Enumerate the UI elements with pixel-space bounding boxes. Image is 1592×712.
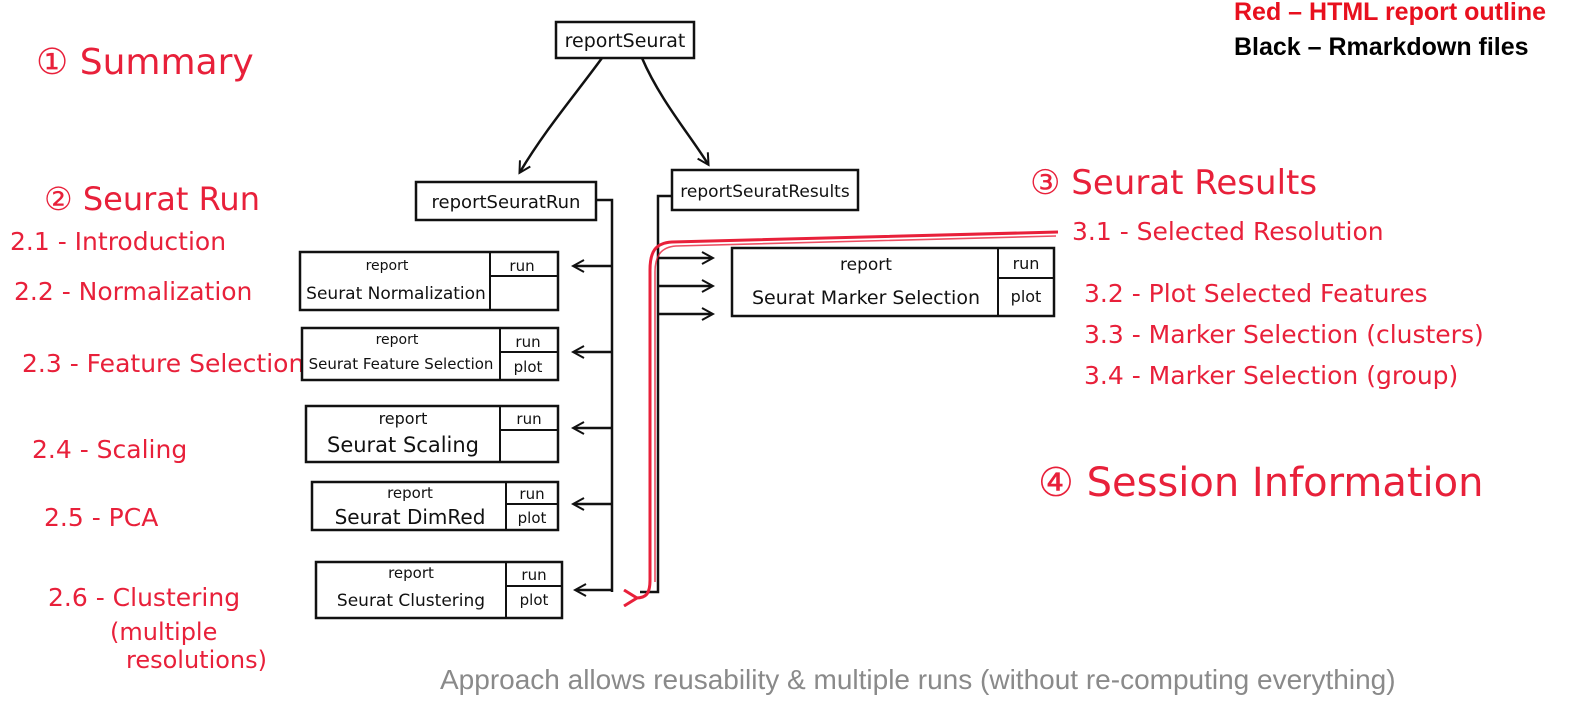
footer-caption: Approach allows reusability & multiple r… bbox=[440, 664, 1396, 695]
arrow-root-to-results bbox=[640, 57, 708, 164]
normalization-label: Seurat Normalization bbox=[306, 284, 486, 304]
clustering-label: Seurat Clustering bbox=[337, 591, 485, 611]
clustering-plot-cell: plot bbox=[520, 591, 549, 609]
dimred-plot-cell: plot bbox=[518, 509, 547, 527]
dimred-report-word: report bbox=[387, 484, 433, 502]
feature-selection-run-cell: run bbox=[515, 333, 540, 351]
item-2-6-note-1: (multiple bbox=[110, 618, 217, 646]
run-connector-line bbox=[596, 198, 614, 592]
legend-black-entry: Black – Rmarkdown files bbox=[1234, 33, 1529, 61]
section-summary: ① Summary bbox=[36, 42, 254, 83]
feature-selection-plot-cell: plot bbox=[514, 358, 543, 376]
item-3-3: 3.3 - Marker Selection (clusters) bbox=[1084, 320, 1484, 349]
normalization-report-word: report bbox=[366, 258, 409, 274]
file-report-seurat-run-label: reportSeuratRun bbox=[432, 192, 581, 213]
item-3-2: 3.2 - Plot Selected Features bbox=[1084, 279, 1428, 308]
scaling-run-cell: run bbox=[516, 410, 541, 428]
item-3-4: 3.4 - Marker Selection (group) bbox=[1084, 361, 1458, 390]
clustering-run-cell: run bbox=[521, 566, 546, 584]
file-report-seurat-label: reportSeurat bbox=[565, 30, 686, 52]
legend-red-entry: Red – HTML report outline bbox=[1234, 0, 1547, 26]
dimred-label: Seurat DimRed bbox=[335, 505, 486, 529]
feature-selection-report-word: report bbox=[376, 332, 419, 348]
section-session-information: ④ Session Information bbox=[1038, 460, 1483, 506]
item-2-6: 2.6 - Clustering bbox=[48, 583, 240, 612]
marker-selection-label: Seurat Marker Selection bbox=[752, 287, 980, 309]
file-seurat-scaling: report Seurat Scaling run bbox=[304, 404, 560, 464]
file-seurat-normalization: report Seurat Normalization run bbox=[298, 250, 560, 312]
feature-selection-label: Seurat Feature Selection bbox=[309, 355, 494, 373]
selected-resolution-feedback-arrow-stroke bbox=[654, 235, 1057, 582]
item-3-1: 3.1 - Selected Resolution bbox=[1072, 217, 1384, 246]
scaling-label: Seurat Scaling bbox=[327, 433, 479, 457]
file-seurat-feature-selection: report Seurat Feature Selection run plot bbox=[300, 326, 560, 382]
file-report-seurat-results: reportSeuratResults bbox=[670, 168, 860, 212]
marker-selection-run-cell: run bbox=[1013, 254, 1040, 273]
file-seurat-marker-selection: report Seurat Marker Selection run plot bbox=[730, 246, 1056, 318]
file-seurat-clustering: report Seurat Clustering run plot bbox=[314, 560, 564, 620]
item-2-1: 2.1 - Introduction bbox=[10, 227, 226, 256]
normalization-run-cell: run bbox=[509, 257, 534, 275]
section-seurat-results: ③ Seurat Results bbox=[1030, 163, 1317, 203]
file-report-seurat-run: reportSeuratRun bbox=[414, 180, 598, 222]
file-report-seurat-results-label: reportSeuratResults bbox=[680, 182, 850, 202]
scaling-report-word: report bbox=[379, 409, 428, 428]
dimred-run-cell: run bbox=[519, 485, 544, 503]
item-2-6-note-2: resolutions) bbox=[126, 646, 267, 674]
item-2-2: 2.2 - Normalization bbox=[14, 277, 252, 306]
results-connector-line bbox=[640, 194, 672, 594]
arrow-root-to-run bbox=[520, 57, 604, 172]
file-seurat-dimred: report Seurat DimRed run plot bbox=[310, 480, 560, 532]
clustering-report-word: report bbox=[388, 564, 434, 582]
marker-selection-report-word: report bbox=[840, 255, 892, 275]
item-2-4: 2.4 - Scaling bbox=[32, 435, 187, 464]
file-report-seurat: reportSeurat bbox=[554, 20, 696, 60]
item-2-5: 2.5 - PCA bbox=[44, 503, 158, 532]
section-seurat-run: ② Seurat Run bbox=[44, 180, 260, 218]
selected-resolution-feedback-arrow bbox=[636, 230, 1059, 598]
item-2-3: 2.3 - Feature Selection bbox=[22, 349, 304, 378]
marker-selection-plot-cell: plot bbox=[1011, 287, 1042, 306]
